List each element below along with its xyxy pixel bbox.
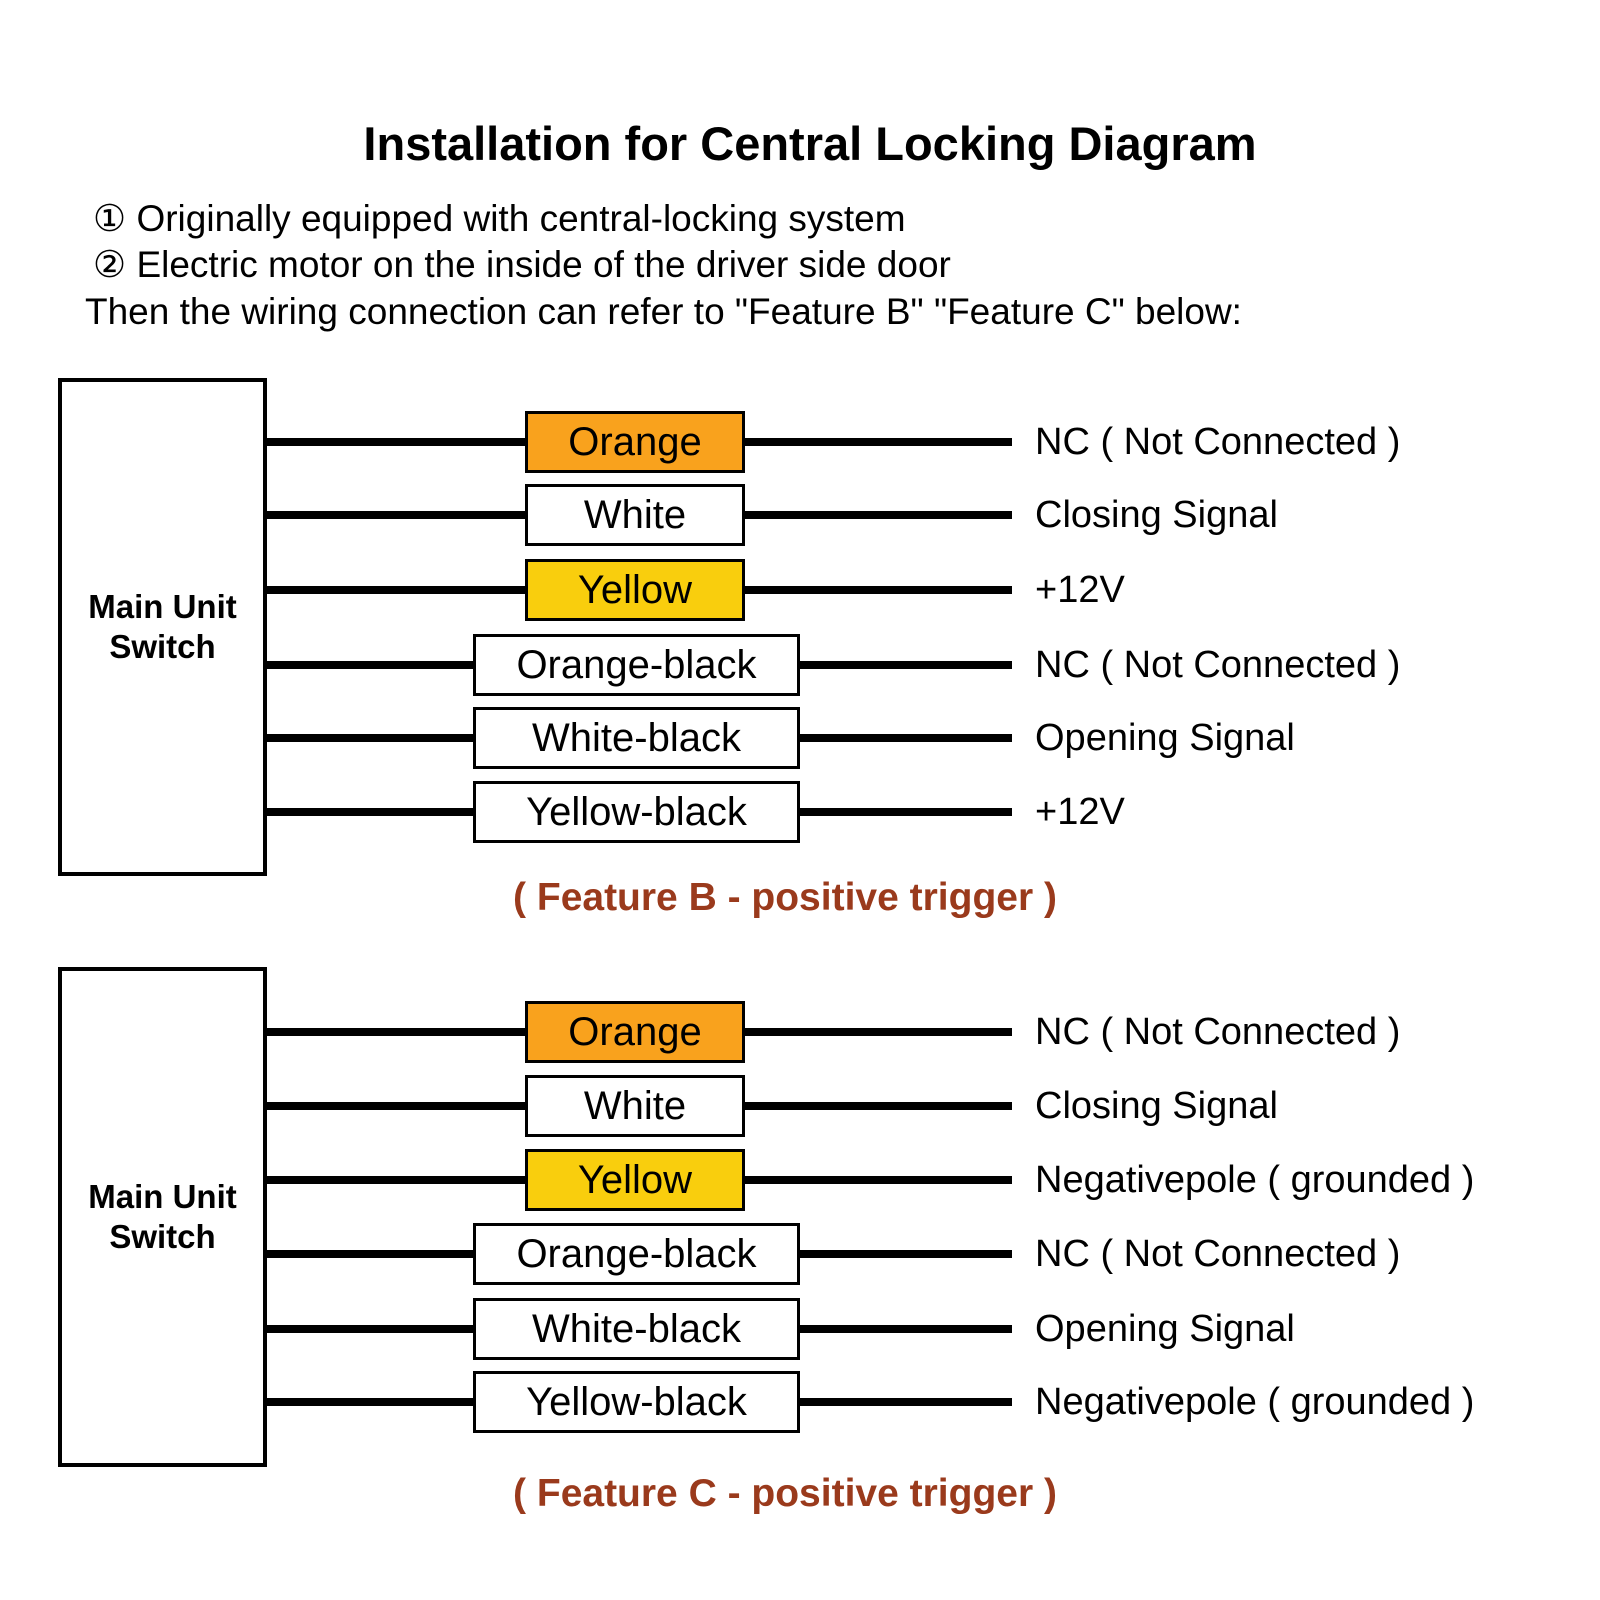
wire-segment-left [267, 1102, 525, 1110]
signal-label: Closing Signal [1035, 494, 1278, 536]
intro-line-3: Then the wiring connection can refer to … [85, 291, 1242, 332]
wire-segment-left [267, 1325, 473, 1333]
wire-color-label: Orange-black [516, 1231, 757, 1276]
main-unit-label: Main Unit [88, 1178, 237, 1215]
wire-segment-right [800, 1250, 1012, 1258]
wire-color-label-box: Yellow [525, 1149, 745, 1211]
signal-label: NC ( Not Connected ) [1035, 421, 1401, 463]
wire-color-label: Yellow-black [526, 789, 747, 834]
signal-label: Negativepole ( grounded ) [1035, 1381, 1475, 1423]
intro-line-2: ② Electric motor on the inside of the dr… [93, 244, 951, 285]
wire-segment-left [267, 511, 525, 519]
wire-color-label-box: White-black [473, 1298, 800, 1360]
wire-segment-left [267, 1398, 473, 1406]
wire-color-label-box: White-black [473, 707, 800, 769]
switch-label: Switch [109, 628, 216, 665]
wire-color-label: Orange [568, 419, 702, 464]
main-unit-label: Main Unit [88, 588, 237, 625]
wire-color-label-box: Orange [525, 1001, 745, 1063]
signal-label: NC ( Not Connected ) [1035, 1011, 1401, 1053]
wire-segment-left [267, 808, 473, 816]
wire-segment-right [745, 1176, 1012, 1184]
wire-color-label: White [583, 1083, 687, 1128]
signal-label: Opening Signal [1035, 717, 1295, 759]
wire-color-label-box: Yellow-black [473, 781, 800, 843]
signal-label: +12V [1035, 569, 1125, 611]
wire-color-label: White-black [532, 715, 741, 760]
wire-segment-right [800, 734, 1012, 742]
wire-color-label: Yellow [577, 1157, 693, 1202]
wire-color-label-box: Yellow [525, 559, 745, 621]
signal-label: Closing Signal [1035, 1085, 1278, 1127]
wire-segment-left [267, 1028, 525, 1036]
feature-c-caption: ( Feature C - positive trigger ) [513, 1472, 1057, 1515]
wire-segment-left [267, 661, 473, 669]
wire-segment-left [267, 586, 525, 594]
feature-b-caption: ( Feature B - positive trigger ) [513, 876, 1057, 919]
wire-segment-right [745, 511, 1012, 519]
main-unit-switch-box: Main Unit Switch [58, 967, 267, 1467]
wire-color-label: Orange [568, 1009, 702, 1054]
wire-color-label-box: Orange [525, 411, 745, 473]
wire-segment-right [800, 661, 1012, 669]
wire-segment-left [267, 1250, 473, 1258]
intro-line-1: ① Originally equipped with central-locki… [93, 198, 906, 239]
wire-segment-left [267, 1176, 525, 1184]
wire-color-label: White [583, 492, 687, 537]
wire-segment-right [800, 1325, 1012, 1333]
signal-label: Negativepole ( grounded ) [1035, 1159, 1475, 1201]
wire-color-label: Orange-black [516, 642, 757, 687]
wire-segment-right [745, 586, 1012, 594]
wire-color-label-box: White [525, 1075, 745, 1137]
wire-color-label-box: Orange-black [473, 1223, 800, 1285]
wire-color-label: Yellow-black [526, 1379, 747, 1424]
wire-segment-right [745, 438, 1012, 446]
wire-segment-left [267, 438, 525, 446]
wire-color-label-box: White [525, 484, 745, 546]
wire-segment-right [745, 1028, 1012, 1036]
switch-label: Switch [109, 1218, 216, 1255]
signal-label: +12V [1035, 791, 1125, 833]
wire-segment-left [267, 734, 473, 742]
wire-color-label-box: Yellow-black [473, 1371, 800, 1433]
signal-label: NC ( Not Connected ) [1035, 1233, 1401, 1275]
wire-color-label: Yellow [577, 567, 693, 612]
page-title: Installation for Central Locking Diagram [363, 117, 1257, 170]
wire-segment-right [800, 1398, 1012, 1406]
wire-segment-right [745, 1102, 1012, 1110]
signal-label: NC ( Not Connected ) [1035, 644, 1401, 686]
main-unit-switch-box: Main Unit Switch [58, 378, 267, 876]
wire-color-label-box: Orange-black [473, 634, 800, 696]
wire-segment-right [800, 808, 1012, 816]
wire-color-label: White-black [532, 1306, 741, 1351]
signal-label: Opening Signal [1035, 1308, 1295, 1350]
